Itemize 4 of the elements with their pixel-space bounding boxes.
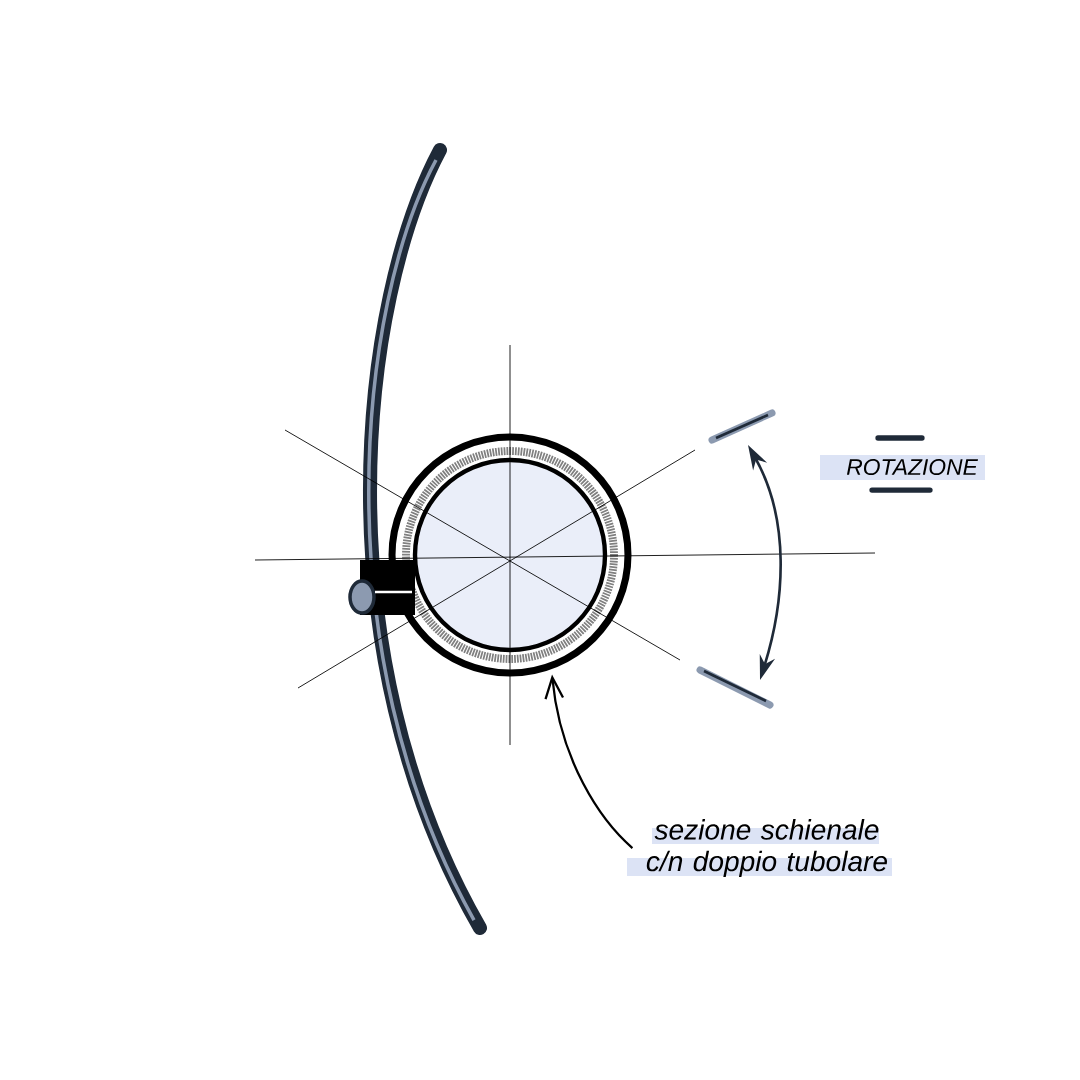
label: ROTAZIONE bbox=[820, 435, 985, 493]
leader-arrow bbox=[544, 674, 634, 849]
tube-section bbox=[388, 433, 632, 677]
annotation-text: sezione schienale c/n doppio tubolare bbox=[627, 819, 892, 877]
